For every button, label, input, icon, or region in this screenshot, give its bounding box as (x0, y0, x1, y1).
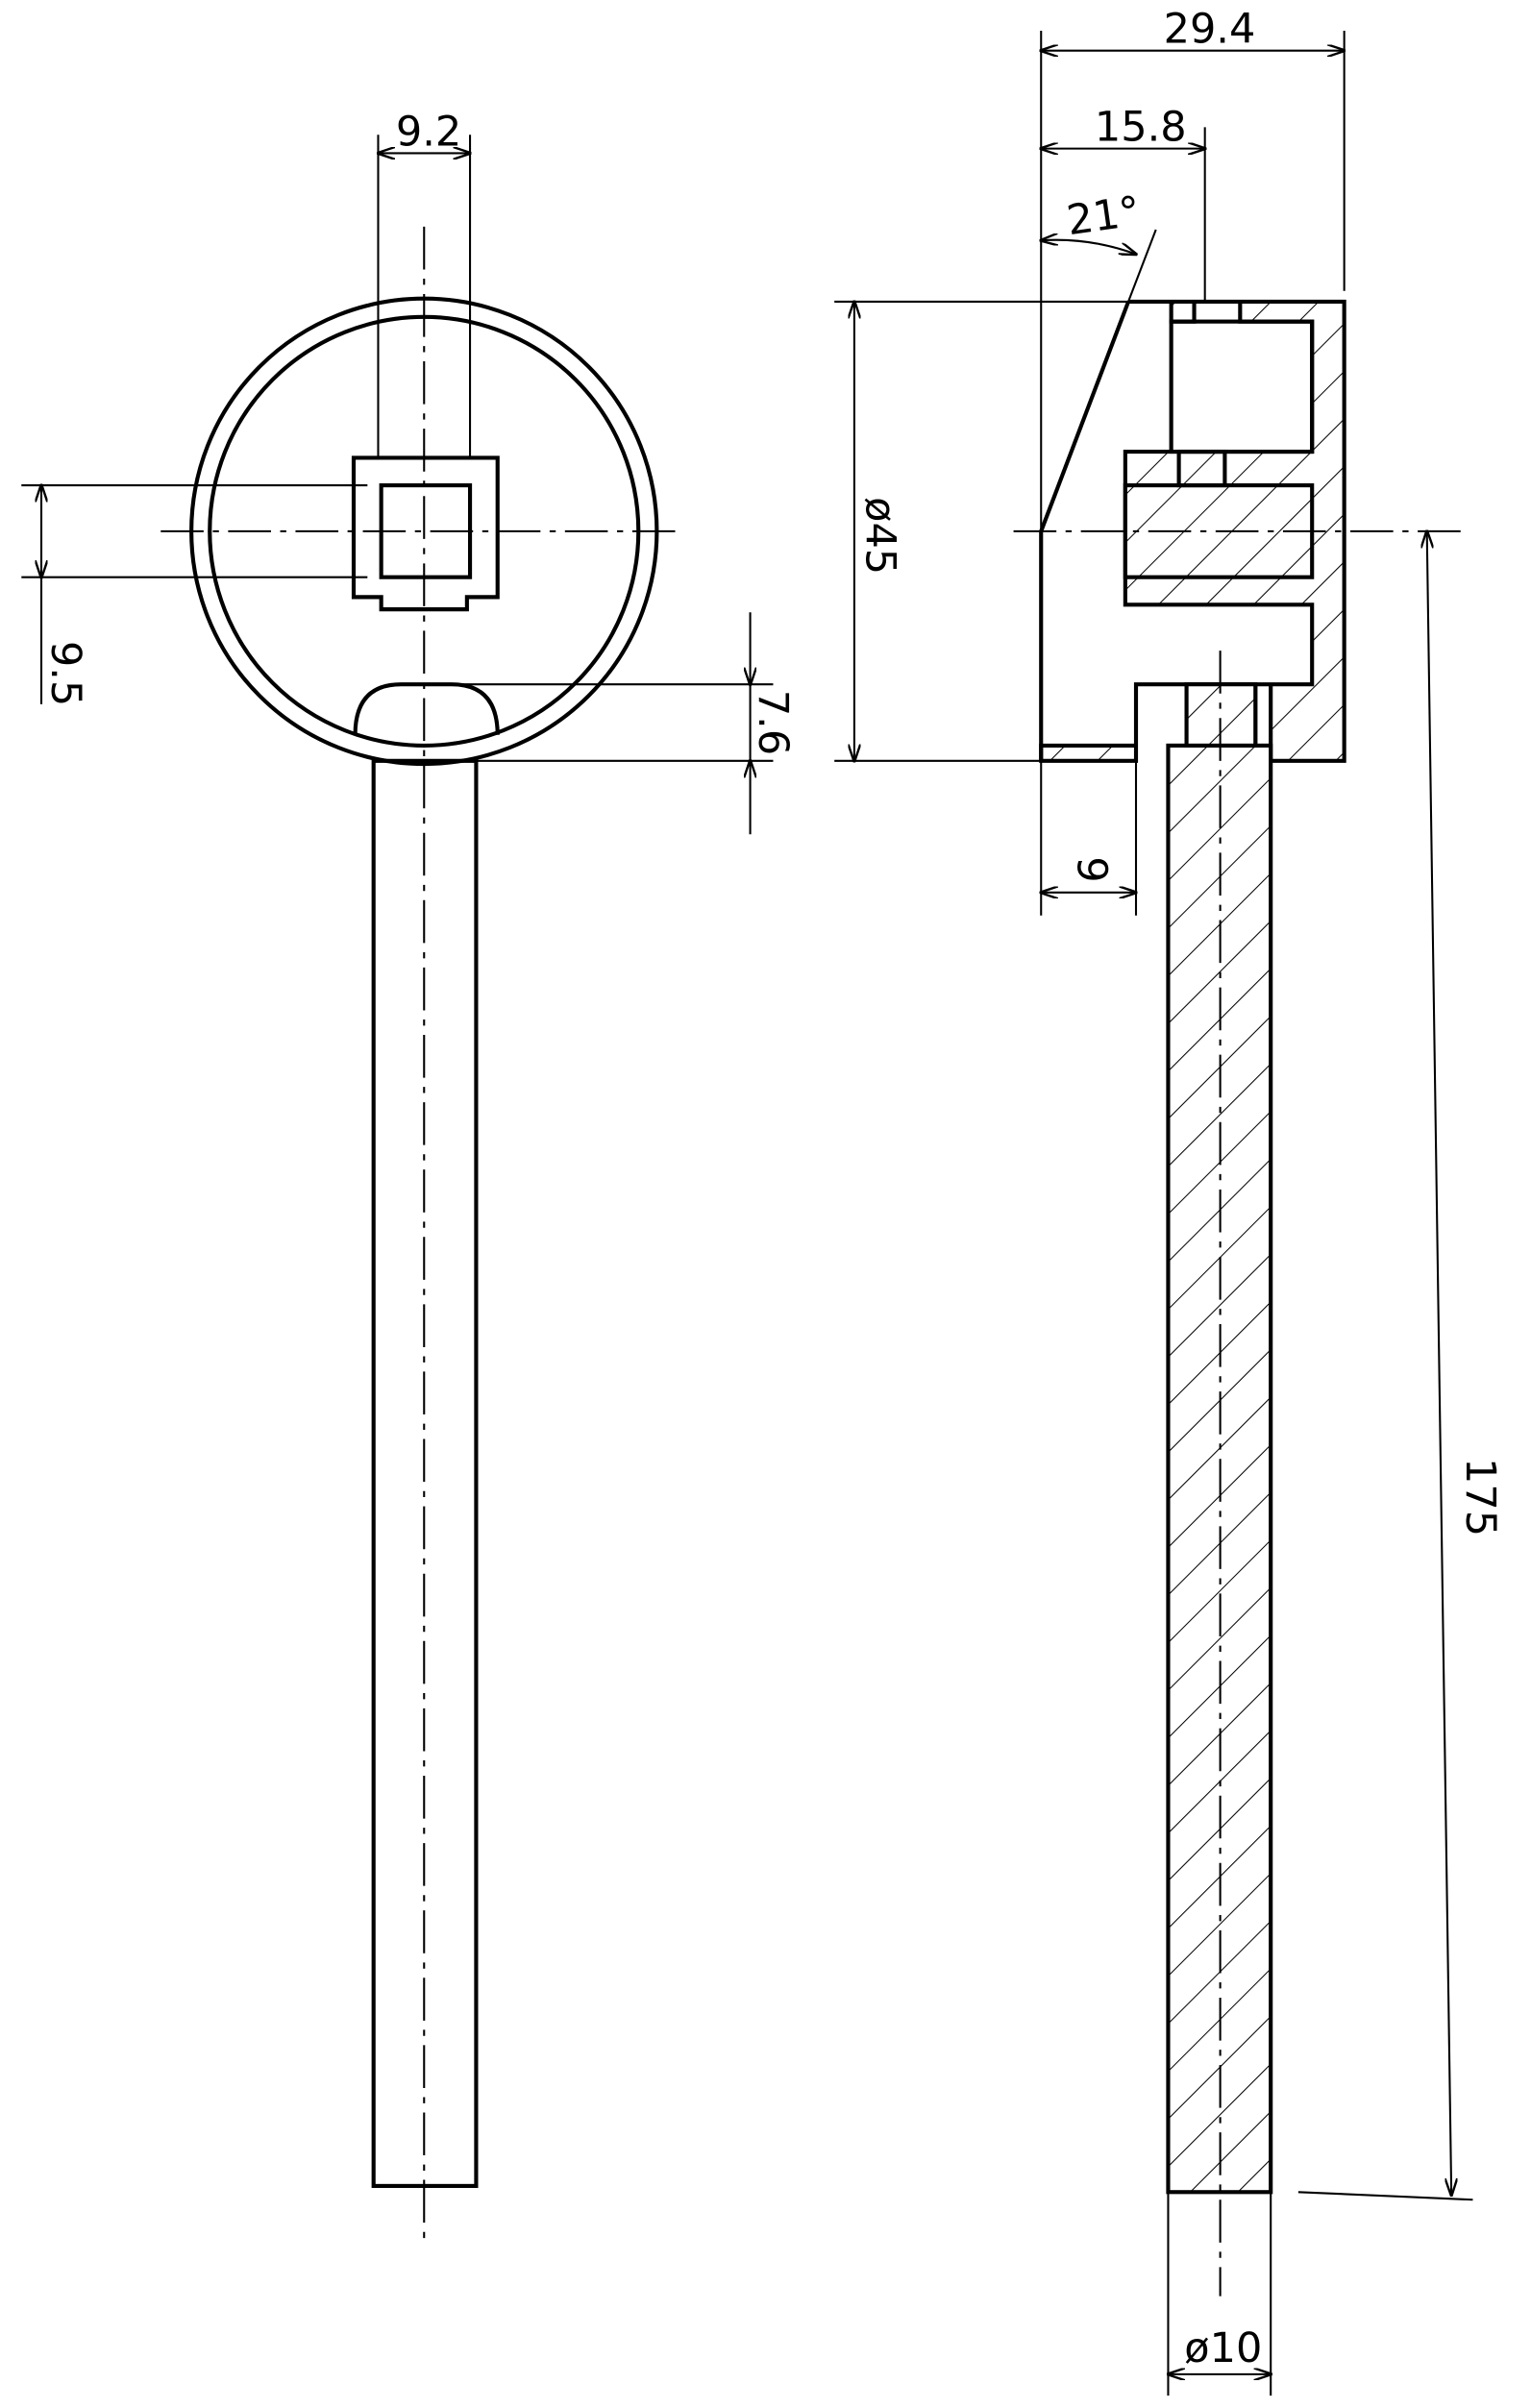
dim-rod-diameter: ø10 (1184, 2324, 1262, 2372)
dim-length: 175 (1456, 1458, 1504, 1536)
dim-bump-height: 7.6 (749, 690, 797, 755)
dim-offset: 9 (1067, 856, 1115, 882)
dim-chamfer-angle: 21° (1064, 187, 1143, 245)
square-socket-inner (379, 483, 473, 579)
square-socket-outer (351, 455, 500, 612)
dim-diameter: ø45 (856, 497, 904, 575)
dim-square-height: 9.5 (41, 641, 89, 706)
dim-overall-depth: 29.4 (1164, 6, 1256, 54)
handle-rod (371, 758, 479, 2188)
body-section (1039, 299, 1346, 763)
section-view: 29.4 15.8 21° ø45 9 175 ø10 (834, 6, 1504, 2396)
outer-ring (189, 296, 659, 767)
front-view: 9.2 9.5 7.6 (21, 108, 797, 2239)
dim-partial-depth: 15.8 (1095, 104, 1187, 152)
inner-ring (208, 314, 641, 748)
handle-boss (353, 682, 500, 735)
dim-square-width: 9.2 (396, 108, 461, 156)
